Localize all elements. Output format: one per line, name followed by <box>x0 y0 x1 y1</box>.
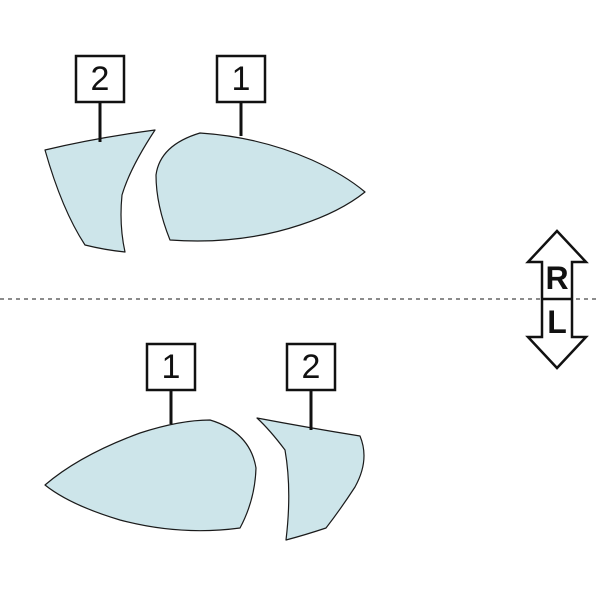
top-lamp-2-shape <box>44 129 156 253</box>
right-side-label: R <box>545 260 568 296</box>
right-side-lamps: 2 1 <box>44 54 366 253</box>
top-label-2-text: 2 <box>91 60 110 98</box>
bottom-label-1: 1 <box>145 342 197 424</box>
bottom-label-2-text: 2 <box>302 348 321 386</box>
bottom-lamp-2-shape <box>256 417 365 541</box>
bottom-label-1-text: 1 <box>162 348 181 386</box>
bottom-label-2-box <box>285 342 337 392</box>
bottom-label-2: 2 <box>285 342 337 430</box>
top-label-1: 1 <box>215 54 267 136</box>
bottom-lamp-1-shape <box>44 419 257 532</box>
left-side-lamps: 1 2 <box>44 342 365 541</box>
bottom-label-1-box <box>145 342 197 392</box>
top-label-1-text: 1 <box>232 60 251 98</box>
top-label-2-box <box>74 54 126 104</box>
top-label-1-box <box>215 54 267 104</box>
side-indicator: R L <box>525 229 589 370</box>
top-label-2: 2 <box>74 54 126 142</box>
top-lamp-1-shape <box>155 132 366 242</box>
left-side-label: L <box>547 304 567 340</box>
